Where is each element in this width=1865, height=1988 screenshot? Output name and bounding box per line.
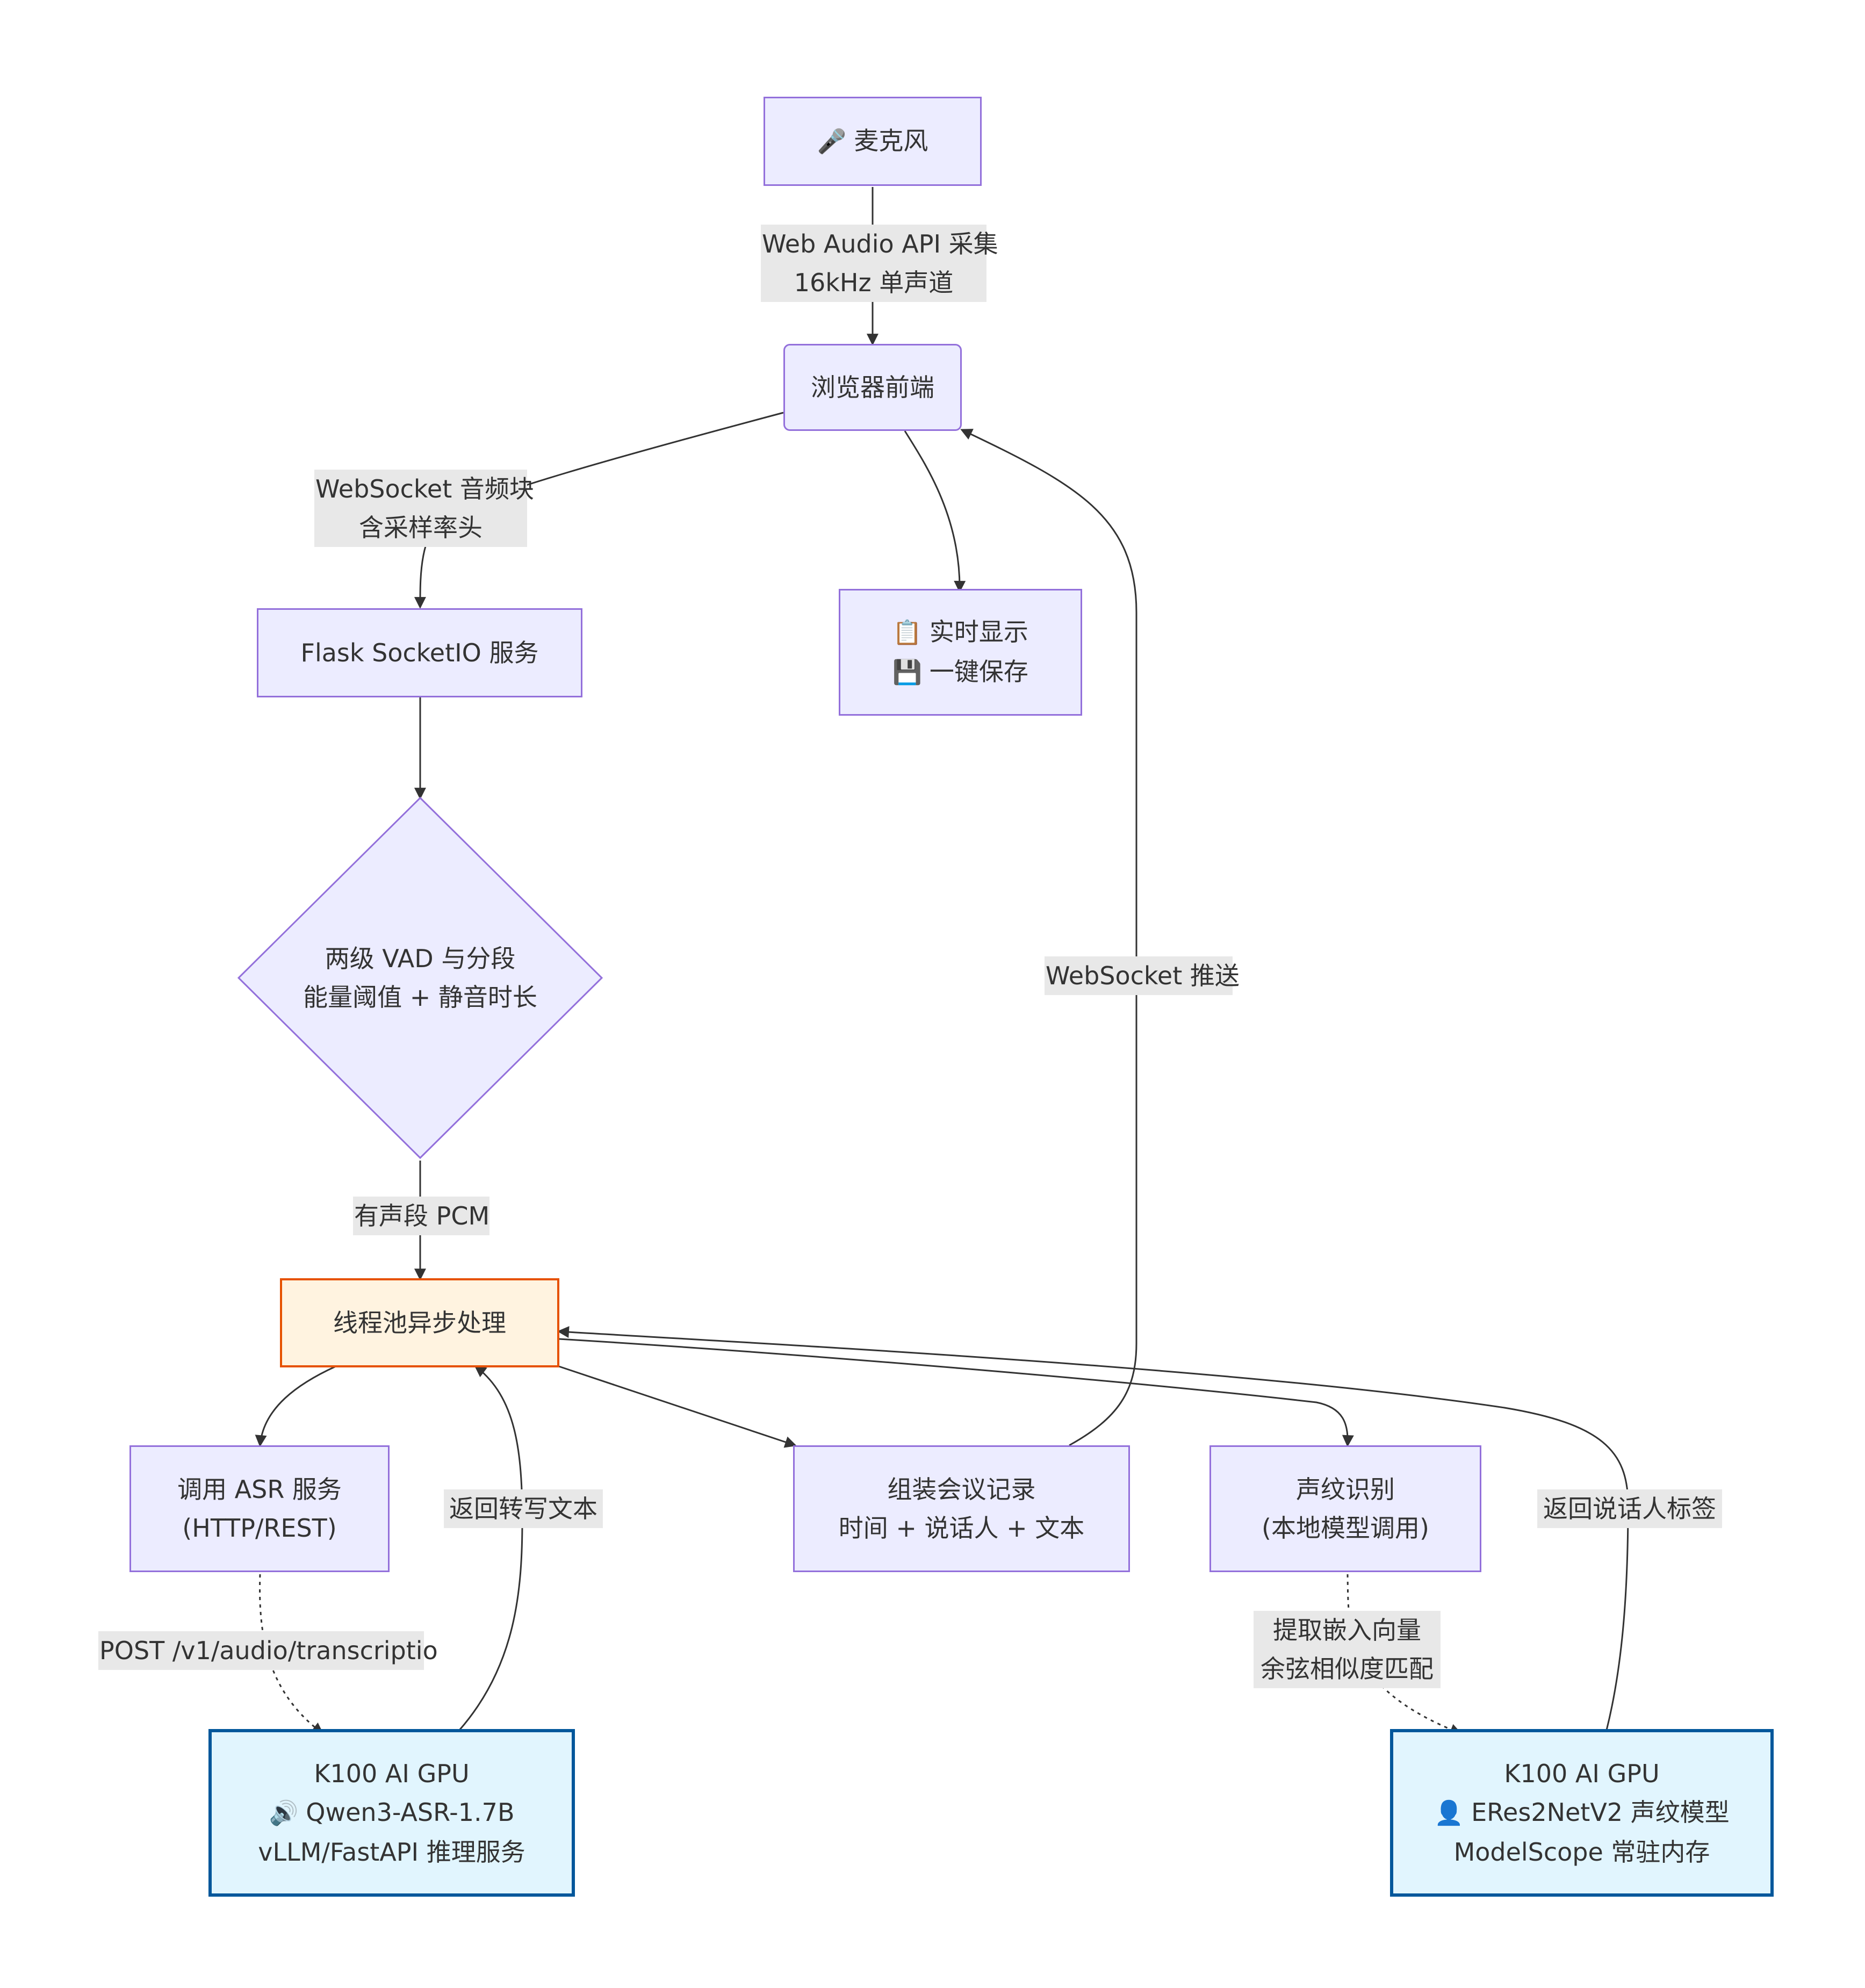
edge-label-spk-pool-line1: 返回说话人标签 [1543, 1494, 1716, 1523]
edge-label-vad-pool-line1: 有声段 PCM [354, 1201, 490, 1230]
microphone-node: 🎤 麦克风 [764, 97, 982, 186]
edge-label-asr-gpu: POST /v1/audio/transcriptio [98, 1631, 438, 1670]
edge-gpu-to-pool [458, 1365, 523, 1731]
gpu-speaker-node: K100 AI GPU 👤ERes2NetV2 声纹模型 ModelScope … [1390, 1729, 1774, 1897]
gpu-asr-label-line3: vLLM/FastAPI 推理服务 [258, 1838, 525, 1867]
microphone-label: 麦克风 [854, 126, 928, 155]
edge-pool-to-meeting [558, 1365, 797, 1448]
edge-label-mic-browser-line1: Web Audio API 采集 [762, 229, 998, 258]
edge-browser-to-display [904, 430, 966, 593]
voiceprint-label-line2: (本地模型调用) [1262, 1514, 1429, 1543]
gpu-asr-label-line1: K100 AI GPU [314, 1759, 470, 1788]
edge-label-asr-gpu-line1: POST /v1/audio/transcriptio [99, 1636, 438, 1665]
display-save-node: 📋 实时显示 💾 一键保存 [839, 589, 1082, 716]
vad-label-line2: 能量阈值 + 静音时长 [303, 983, 537, 1012]
meeting-record-label-line2: 时间 + 说话人 + 文本 [838, 1514, 1085, 1543]
call-asr-label-line1: 调用 ASR 服务 [177, 1475, 342, 1504]
edge-pool-to-asr [255, 1365, 336, 1447]
edge-meeting-to-browser [960, 429, 1137, 1446]
edge-label-mic-browser-line2: 16kHz 单声道 [794, 268, 954, 297]
browser-frontend-node: 浏览器前端 [783, 344, 962, 431]
microphone-icon: 🎤 [817, 128, 847, 155]
thread-pool-node: 线程池异步处理 [280, 1278, 559, 1367]
flask-socketio-label: Flask SocketIO 服务 [300, 638, 539, 667]
flask-socketio-node: Flask SocketIO 服务 [257, 608, 582, 697]
save-label: 一键保存 [929, 657, 1028, 686]
meeting-record-label-line1: 组装会议记录 [887, 1475, 1036, 1504]
gpu-speaker-label-line1: K100 AI GPU [1504, 1759, 1660, 1788]
edge-label-browser-flask-line1: WebSocket 音频块 [315, 474, 534, 503]
voiceprint-label-line1: 声纹识别 [1296, 1475, 1395, 1504]
gpu-asr-label-line2: Qwen3-ASR-1.7B [306, 1798, 515, 1827]
edge-gpu-to-pool-speaker [557, 1326, 1629, 1731]
edge-label-voice-gpu: 提取嵌入向量 余弦相似度匹配 [1254, 1611, 1441, 1688]
floppy-disk-icon: 💾 [892, 659, 922, 686]
gpu-asr-node: K100 AI GPU 🔊Qwen3-ASR-1.7B vLLM/FastAPI… [208, 1729, 575, 1897]
edge-pool-to-voiceprint [558, 1338, 1354, 1447]
thread-pool-label: 线程池异步处理 [333, 1308, 506, 1337]
clipboard-icon: 📋 [892, 619, 922, 646]
person-icon: 👤 [1434, 1799, 1464, 1827]
edge-asr-to-gpu [259, 1574, 324, 1734]
vad-diamond-shape [237, 796, 603, 1159]
edge-label-meeting-browser-line1: WebSocket 推送 [1046, 961, 1240, 990]
call-asr-node: 调用 ASR 服务 (HTTP/REST) [129, 1445, 390, 1572]
edge-label-browser-flask: WebSocket 音频块 含采样率头 [314, 470, 534, 547]
speaker-icon: 🔊 [269, 1799, 299, 1827]
edge-label-spk-pool: 返回说话人标签 [1537, 1489, 1722, 1528]
edge-label-mic-browser: Web Audio API 采集 16kHz 单声道 [761, 225, 998, 302]
edge-label-browser-flask-line2: 含采样率头 [359, 513, 483, 542]
edge-label-voice-gpu-line2: 余弦相似度匹配 [1261, 1654, 1434, 1683]
gpu-speaker-label-line2: ERes2NetV2 声纹模型 [1471, 1798, 1730, 1827]
edge-label-vad-pool: 有声段 PCM [353, 1197, 489, 1235]
browser-frontend-label: 浏览器前端 [811, 373, 934, 402]
call-asr-label-line2: (HTTP/REST) [182, 1514, 337, 1543]
meeting-record-node: 组装会议记录 时间 + 说话人 + 文本 [793, 1445, 1130, 1572]
vad-segment-node: 两级 VAD 与分段 能量阈值 + 静音时长 [239, 798, 602, 1158]
gpu-speaker-label-line3: ModelScope 常驻内存 [1453, 1838, 1710, 1867]
display-label: 实时显示 [929, 617, 1028, 646]
vad-label-line1: 两级 VAD 与分段 [325, 944, 516, 973]
voiceprint-node: 声纹识别 (本地模型调用) [1209, 1445, 1481, 1572]
edge-label-voice-gpu-line1: 提取嵌入向量 [1273, 1616, 1421, 1645]
edge-label-gpu-pool: 返回转写文本 [444, 1489, 603, 1528]
edge-label-gpu-pool-line1: 返回转写文本 [449, 1494, 597, 1523]
edge-label-meeting-browser: WebSocket 推送 [1045, 956, 1240, 995]
